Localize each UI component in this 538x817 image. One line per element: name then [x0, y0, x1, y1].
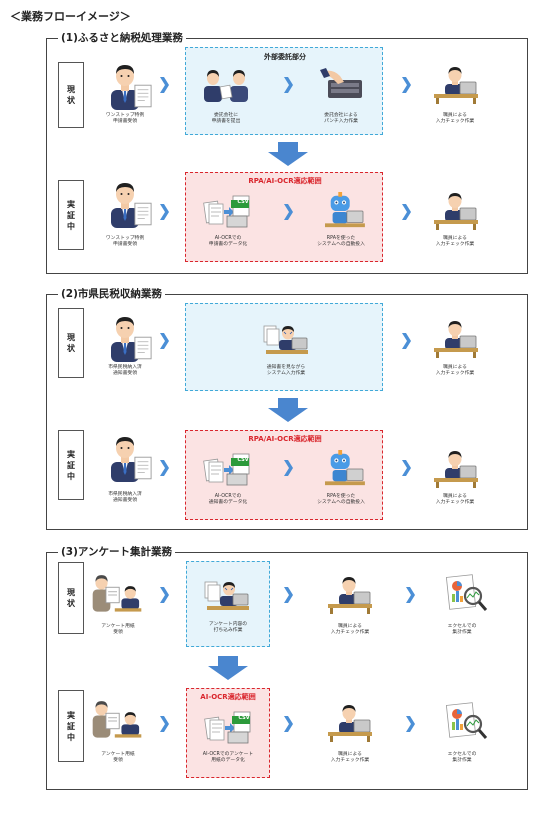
chevron-right-icon [284, 77, 293, 93]
step-caption: AI-OCRでの 通知書のデータ化 [208, 494, 248, 505]
row-label-current: 現 状 [58, 62, 84, 128]
excel-aggregation-icon [440, 574, 488, 612]
chevron-right-icon [160, 587, 169, 603]
step-caption: アンケート用紙 受領 [101, 624, 135, 635]
section-title: (1)ふるさと納税処理業務 [58, 31, 186, 45]
chevron-right-icon [402, 77, 411, 93]
csv-label: CSV [238, 715, 250, 721]
chevron-right-icon [284, 716, 293, 732]
chevron-right-icon [402, 204, 411, 220]
chevron-right-icon [160, 716, 169, 732]
region-label: AI-OCR適応範囲 [200, 693, 256, 701]
csv-label: CSV [237, 199, 249, 205]
row-label-current: 現 状 [58, 308, 84, 378]
section-title: (3)アンケート集計業務 [58, 545, 175, 559]
step-caption: 職員による 入力チェック作業 [435, 365, 475, 376]
row-label-current: 現 状 [58, 562, 84, 634]
chevron-right-icon [402, 333, 411, 349]
document-icon [134, 84, 152, 108]
step-caption: 通知書を見ながら システム入力作業 [266, 365, 306, 376]
region-label: 外部委託部分 [264, 53, 306, 61]
step-caption: 職員による 入力チェック作業 [435, 494, 475, 505]
section-title: (2)市県民税収納業務 [58, 287, 165, 301]
staff-check-icon [432, 66, 480, 104]
survey-reception-icon [90, 574, 144, 616]
chevron-right-icon [406, 587, 415, 603]
rpa-robot-icon [320, 450, 368, 488]
ocr-digitize-icon [204, 708, 252, 746]
csv-label: CSV [237, 457, 249, 463]
step-caption: ワンストップ特例 申請書受領 [105, 113, 145, 124]
document-icon [134, 456, 152, 480]
step-caption: 職員による 入力チェック作業 [435, 113, 475, 124]
step-caption: 職員による 入力チェック作業 [435, 236, 475, 247]
chevron-right-icon [284, 204, 293, 220]
chevron-right-icon [160, 460, 169, 476]
step-caption: 職員による 入力チェック作業 [330, 624, 370, 635]
step-caption: ワンストップ特例 申請書受領 [105, 236, 145, 247]
staff-check-icon [432, 450, 480, 488]
ocr-digitize-icon [203, 192, 251, 230]
manual-input-region [186, 561, 270, 647]
ocr-digitize-icon [203, 450, 251, 488]
chevron-right-icon [402, 460, 411, 476]
down-arrow-icon [208, 656, 248, 680]
step-caption: エクセルでの 集計作業 [447, 752, 477, 763]
step-caption: AI-OCRでの 申請書のデータ化 [208, 236, 248, 247]
step-caption: AI-OCRでのアンケート 用紙のデータ化 [202, 752, 254, 763]
chevron-right-icon [284, 460, 293, 476]
step-caption: RPAを使った システムへの自動投入 [317, 494, 365, 505]
chevron-right-icon [160, 204, 169, 220]
manual-entry-icon [203, 576, 251, 614]
rpa-robot-icon [320, 192, 368, 230]
manual-entry-icon [262, 320, 310, 358]
staff-check-icon [432, 192, 480, 230]
region-label: RPA/AI-OCR適応範囲 [248, 435, 322, 443]
chevron-right-icon [160, 333, 169, 349]
step-caption: 市県民税納入済 通知書受領 [108, 365, 142, 376]
row-label-pilot: 実 証 中 [58, 430, 84, 500]
staff-check-icon [326, 704, 374, 742]
chevron-right-icon [406, 716, 415, 732]
region-label: RPA/AI-OCR適応範囲 [248, 177, 322, 185]
step-caption: アンケート内容の 打ち込み作業 [208, 622, 248, 633]
row-label-pilot: 実 証 中 [58, 690, 84, 762]
row-label-pilot: 実 証 中 [58, 180, 84, 250]
step-caption: アンケート用紙 受領 [101, 752, 135, 763]
step-caption: 市県民税納入済 通知書受領 [108, 492, 142, 503]
document-icon [134, 202, 152, 226]
submitting-to-contractor-icon [202, 66, 250, 104]
staff-check-icon [326, 576, 374, 614]
document-icon [134, 336, 152, 360]
page-title: ＜業務フローイメージ＞ [10, 10, 131, 23]
down-arrow-icon [268, 142, 308, 166]
chevron-right-icon [284, 587, 293, 603]
down-arrow-icon [268, 398, 308, 422]
step-caption: 委託会社による パンチ入力作業 [324, 113, 358, 124]
step-caption: 職員による 入力チェック作業 [330, 752, 370, 763]
chevron-right-icon [160, 77, 169, 93]
excel-aggregation-icon [440, 702, 488, 740]
survey-reception-icon [90, 700, 144, 742]
step-caption: 委託会社に 申請書を提出 [211, 113, 241, 124]
punch-input-icon [318, 66, 366, 104]
step-caption: エクセルでの 集計作業 [447, 624, 477, 635]
step-caption: RPAを使った システムへの自動投入 [317, 236, 365, 247]
staff-check-icon [432, 320, 480, 358]
